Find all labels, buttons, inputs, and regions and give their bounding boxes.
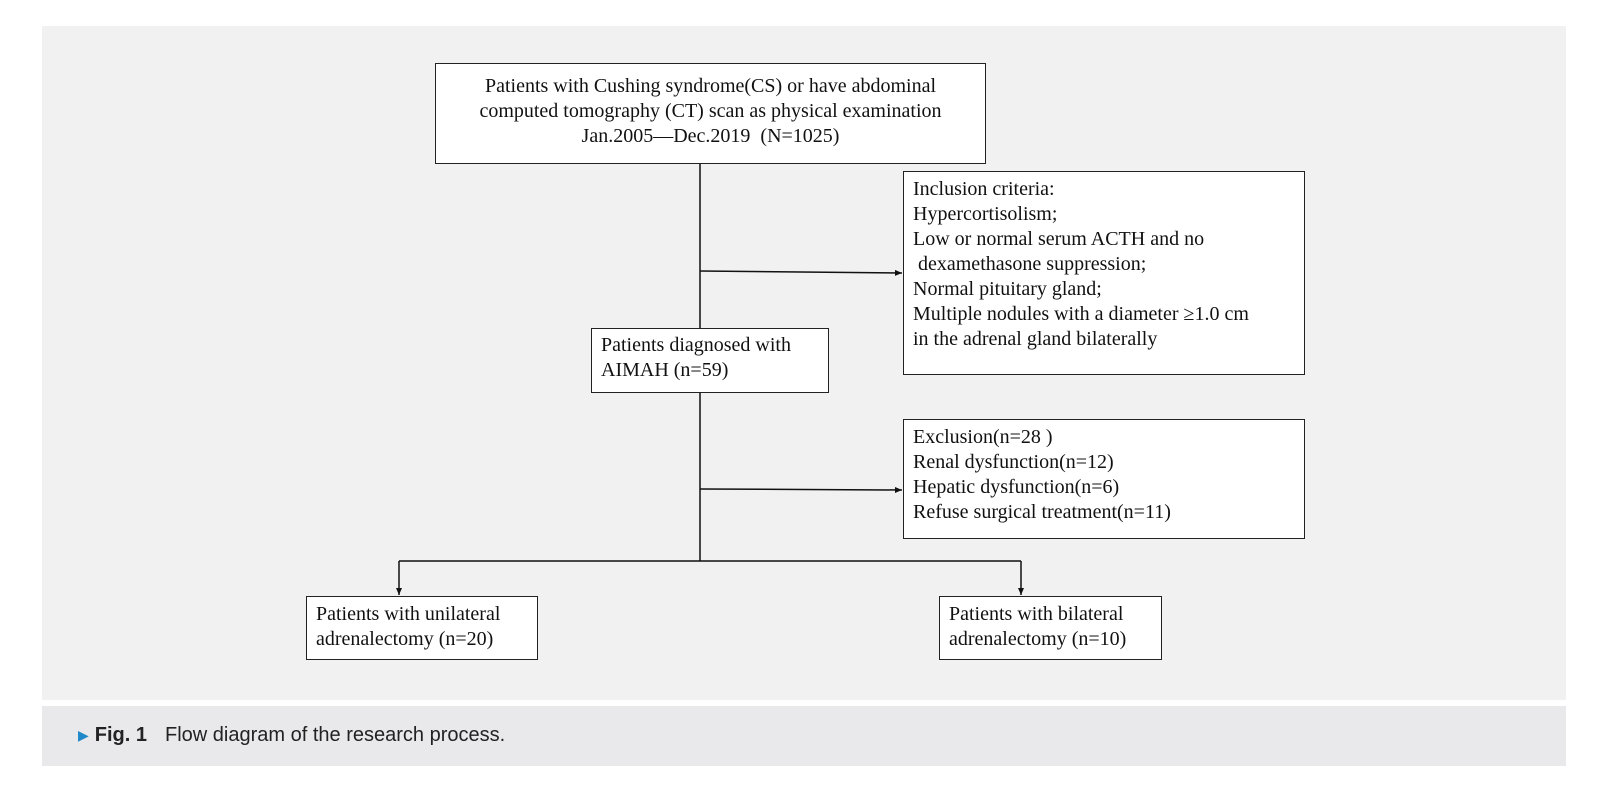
bilateral-line: Patients with bilateral — [949, 603, 1124, 625]
exclusion-line: Hepatic dysfunction(n=6) — [913, 476, 1120, 498]
bilateral-line: adrenalectomy (n=10) — [949, 628, 1127, 650]
inclusion-line: Multiple nodules with a diameter ≥1.0 cm — [913, 303, 1249, 325]
inclusion-line: Normal pituitary gland; — [913, 278, 1102, 300]
exclusion-line: Exclusion(n=28 ) — [913, 426, 1053, 448]
aimah-line: AIMAH (n=59) — [601, 359, 729, 381]
caption-text: Flow diagram of the research process. — [165, 724, 506, 746]
exclusion-line: Renal dysfunction(n=12) — [913, 451, 1114, 473]
inclusion-criteria-box: Inclusion criteria: Hypercortisolism; Lo… — [903, 171, 1305, 375]
caption-marker-icon: ▶ — [78, 727, 89, 743]
inclusion-line: Inclusion criteria: — [913, 178, 1055, 200]
inclusion-line: dexamethasone suppression; — [913, 253, 1147, 275]
unilateral-line: adrenalectomy (n=20) — [316, 628, 494, 650]
exclusion-line: Refuse surgical treatment(n=11) — [913, 501, 1171, 523]
inclusion-line: Hypercortisolism; — [913, 203, 1058, 225]
unilateral-adrenalectomy-box: Patients with unilateral adrenalectomy (… — [306, 596, 538, 660]
unilateral-line: Patients with unilateral — [316, 603, 501, 625]
source-line: computed tomography (CT) scan as physica… — [479, 100, 942, 122]
aimah-diagnosis-box: Patients diagnosed with AIMAH (n=59) — [591, 328, 829, 393]
exclusion-box: Exclusion(n=28 ) Renal dysfunction(n=12)… — [903, 419, 1305, 539]
arrow-to-exclusion — [699, 486, 903, 493]
figure-caption: ▶ Fig. 1 Flow diagram of the research proc… — [42, 706, 1566, 766]
arrow-to-inclusion — [699, 269, 903, 276]
aimah-line: Patients diagnosed with — [601, 334, 791, 356]
source-line: Patients with Cushing syndrome(CS) or ha… — [484, 75, 937, 97]
source-population-box: Patients with Cushing syndrome(CS) or ha… — [435, 63, 986, 164]
inclusion-line: in the adrenal gland bilaterally — [913, 328, 1158, 350]
source-line: Jan.2005—Dec.2019 (N=1025) — [581, 125, 840, 147]
bilateral-adrenalectomy-box: Patients with bilateral adrenalectomy (n… — [939, 596, 1162, 660]
inclusion-line: Low or normal serum ACTH and no — [913, 228, 1205, 250]
caption-label: Fig. 1 — [94, 724, 148, 746]
